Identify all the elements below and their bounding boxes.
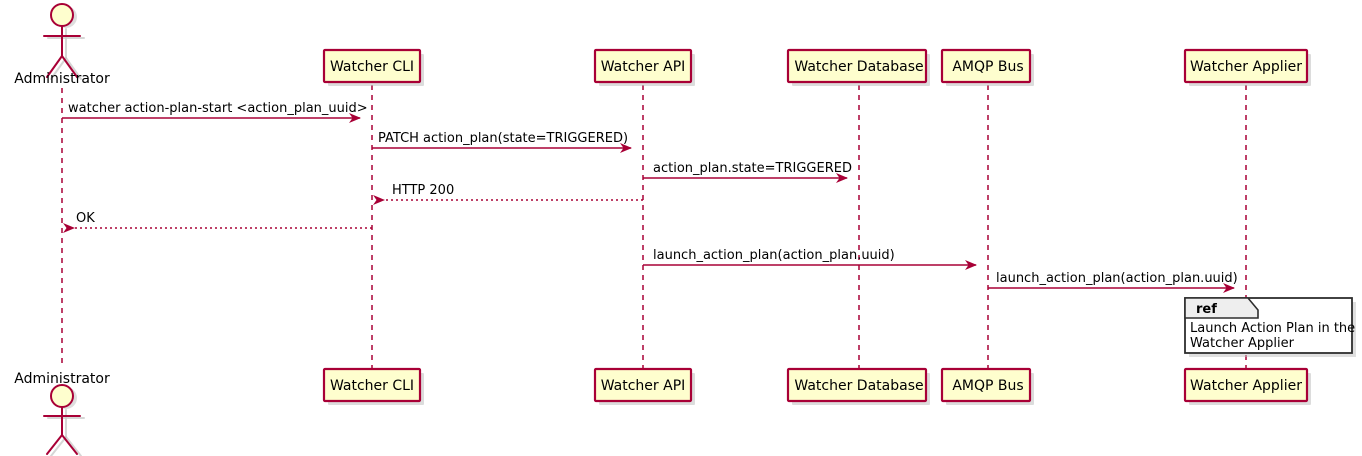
participant-box-amqp-bus-top[interactable]: AMQP Bus — [940, 48, 1034, 86]
participant-box-watcher-cli-top[interactable]: Watcher CLI — [322, 48, 424, 86]
participant-label-watcher-cli-top: Watcher CLI — [330, 59, 414, 75]
actor-head-icon — [50, 3, 74, 27]
participant-label-watcher-cli-bottom: Watcher CLI — [330, 378, 414, 394]
participant-box-watcher-database-top[interactable]: Watcher Database — [786, 48, 930, 86]
participant-box-amqp-bus-bottom[interactable]: AMQP Bus — [940, 367, 1034, 405]
message-1-watcher-action-plan-start[interactable]: watcher action-plan-start <action_plan_u… — [62, 101, 368, 123]
participant-label-watcher-database-top: Watcher Database — [794, 59, 923, 75]
participant-box-watcher-api-bottom[interactable]: Watcher API — [593, 367, 695, 405]
actor-figure-bottom — [43, 384, 81, 455]
participant-label-watcher-database-bottom: Watcher Database — [794, 378, 923, 394]
message-3-action-plan-state-triggered[interactable]: action_plan.state=TRIGGERED — [643, 161, 852, 183]
participant-box-watcher-database-bottom[interactable]: Watcher Database — [786, 367, 930, 405]
participant-label-watcher-applier-bottom: Watcher Applier — [1190, 378, 1302, 394]
ref-block-tab — [1184, 297, 1259, 319]
ref-block-line-2: Watcher Applier — [1190, 336, 1295, 351]
actor-head-icon-bottom — [50, 384, 74, 408]
participant-label-watcher-applier-top: Watcher Applier — [1190, 59, 1302, 75]
message-5-ok[interactable]: OK — [63, 211, 372, 233]
actor-right-leg — [61, 55, 78, 78]
participant-box-watcher-applier-bottom[interactable]: Watcher Applier — [1183, 367, 1311, 405]
actor-label-bottom: Administrator — [14, 371, 110, 387]
actor-left-leg — [46, 55, 63, 78]
participant-box-watcher-api-top[interactable]: Watcher API — [593, 48, 695, 86]
participants-top: Watcher CLI Watcher API Watcher Database… — [322, 48, 1311, 86]
participant-box-watcher-cli-bottom[interactable]: Watcher CLI — [322, 367, 424, 405]
participants-bottom: Watcher CLI Watcher API Watcher Database… — [322, 367, 1311, 405]
message-5-label: OK — [76, 211, 95, 226]
participant-label-amqp-bus-top: AMQP Bus — [952, 59, 1023, 75]
ref-block-tab-label: ref — [1196, 302, 1217, 317]
ref-block-line-1: Launch Action Plan in the — [1190, 321, 1355, 336]
message-2-label: PATCH action_plan(state=TRIGGERED) — [378, 131, 628, 146]
message-7-launch-action-plan-applier[interactable]: launch_action_plan(action_plan.uuid) — [988, 271, 1238, 293]
participant-label-watcher-api-top: Watcher API — [601, 59, 686, 75]
actor-label-top: Administrator — [14, 71, 110, 87]
message-6-label: launch_action_plan(action_plan.uuid) — [653, 248, 895, 263]
message-7-label: launch_action_plan(action_plan.uuid) — [996, 271, 1238, 286]
participant-label-watcher-api-bottom: Watcher API — [601, 378, 686, 394]
actor-right-leg-bottom — [61, 434, 78, 455]
message-4-label: HTTP 200 — [392, 183, 454, 198]
ref-block-launch-action-plan[interactable]: ref Launch Action Plan in the Watcher Ap… — [1184, 297, 1356, 357]
message-4-http-200[interactable]: HTTP 200 — [373, 183, 643, 205]
participant-label-amqp-bus-bottom: AMQP Bus — [952, 378, 1023, 394]
lifelines-group — [61, 85, 1247, 368]
actor-figure — [43, 3, 81, 78]
message-1-label: watcher action-plan-start <action_plan_u… — [68, 101, 368, 116]
actor-administrator-top[interactable]: Administrator — [14, 3, 110, 87]
actor-left-leg-bottom — [46, 434, 63, 455]
message-3-label: action_plan.state=TRIGGERED — [653, 161, 852, 176]
participant-box-watcher-applier-top[interactable]: Watcher Applier — [1183, 48, 1311, 86]
message-2-patch-action-plan[interactable]: PATCH action_plan(state=TRIGGERED) — [372, 131, 632, 153]
message-6-launch-action-plan-amqp[interactable]: launch_action_plan(action_plan.uuid) — [643, 248, 977, 270]
actor-administrator-bottom[interactable]: Administrator — [14, 371, 110, 456]
